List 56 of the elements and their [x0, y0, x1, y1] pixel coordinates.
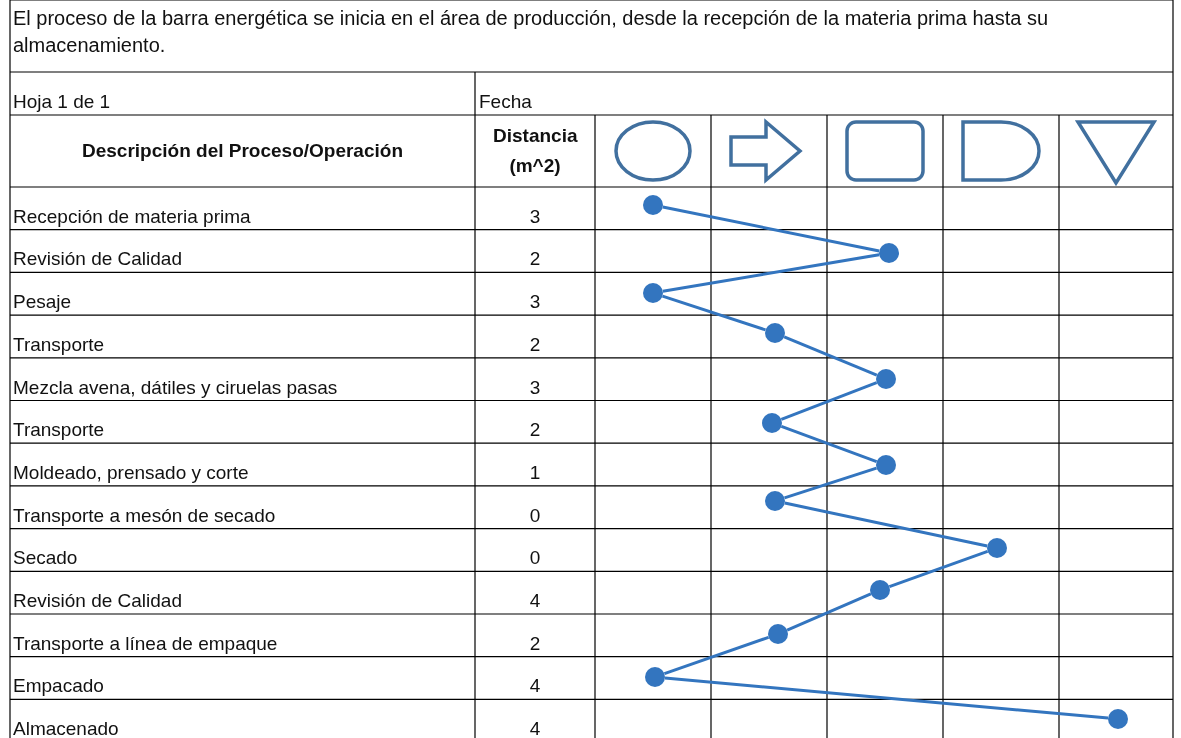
connector-line: [664, 676, 1109, 720]
flow-dot: [645, 667, 665, 687]
step-description: Mezcla avena, dátiles y ciruelas pasas: [13, 376, 339, 399]
step-description: Pesaje: [13, 291, 73, 314]
column-header: Descripción del Proceso/Operación: [81, 140, 404, 162]
connector-line: [780, 381, 878, 421]
connector-line: [784, 501, 988, 548]
distance-value: 4: [528, 675, 542, 698]
flow-dot: [876, 369, 896, 389]
step-description: Almacenado: [13, 718, 120, 738]
step-description: Revisión de Calidad: [13, 590, 183, 612]
connector-line: [783, 335, 878, 377]
sheet-number: Hoja 1 de 1: [13, 91, 112, 113]
distance-value: 2: [528, 419, 542, 442]
step-description: Recepción de materia prima: [13, 205, 252, 228]
distance-value: 2: [528, 632, 542, 655]
flow-dot: [876, 455, 896, 475]
distance-value: 2: [528, 248, 542, 271]
flow-dot: [987, 538, 1007, 558]
date-label: Fecha: [479, 91, 533, 113]
column-header: Distancia (m^2): [492, 124, 579, 178]
distance-value: 2: [528, 333, 542, 356]
connector-line: [663, 635, 770, 676]
step-description: Secado: [13, 547, 79, 570]
flow-dot: [1108, 709, 1128, 729]
connector-line: [786, 592, 872, 632]
distance-value: 3: [528, 291, 542, 314]
connector-line: [784, 466, 877, 500]
flow-dot: [762, 413, 782, 433]
distance-value: 0: [528, 547, 542, 570]
step-description: Transporte a mesón de secado: [13, 504, 277, 527]
flow-dot: [643, 283, 663, 303]
distance-value: 3: [528, 205, 542, 228]
description-text: El proceso de la barra energética se inicia en el área de producción, desde la recepción de la materia prima hasta su almacenamiento.: [13, 6, 1050, 58]
step-description: Transporte: [13, 419, 106, 442]
step-description: Revisión de Calidad: [13, 248, 183, 271]
step-description: Empacado: [13, 675, 105, 698]
distance-value: 4: [528, 718, 542, 738]
flow-dot: [879, 243, 899, 263]
step-description: Transporte a línea de empaque: [13, 632, 279, 655]
connector-line: [888, 549, 989, 589]
flow-dot: [765, 491, 785, 511]
distance-value: 1: [528, 461, 542, 484]
connector-line: [662, 253, 880, 293]
distance-value: 4: [528, 590, 542, 612]
flow-dot: [765, 323, 785, 343]
connector-line: [662, 205, 880, 253]
distance-value: 0: [528, 504, 542, 527]
connector-line: [780, 425, 878, 463]
step-description: Transporte: [13, 333, 106, 356]
connector-line: [662, 294, 766, 332]
flow-dot: [870, 580, 890, 600]
flow-dot: [643, 195, 663, 215]
step-description: Moldeado, prensado y corte: [13, 461, 250, 484]
flow-dot: [768, 624, 788, 644]
distance-value: 3: [528, 376, 542, 399]
